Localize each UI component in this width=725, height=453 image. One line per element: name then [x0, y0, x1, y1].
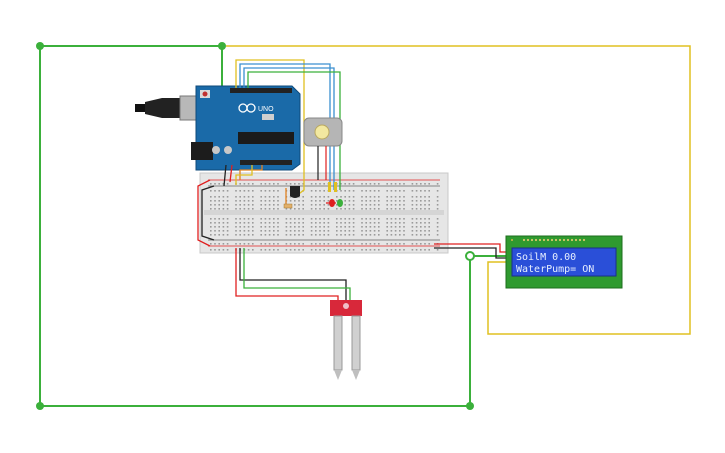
dc-motor[interactable]	[303, 117, 343, 180]
lcd-line-1: SoilM 0.00	[516, 252, 576, 263]
led-red[interactable]	[328, 182, 335, 207]
lcd-display[interactable]: SoilM 0.00 WaterPump= ON	[505, 235, 623, 289]
resistor[interactable]	[283, 203, 293, 209]
lcd-power-wires[interactable]	[434, 243, 508, 259]
arduino-model-label: UNO	[258, 106, 274, 113]
yellow-wire-lcd[interactable]	[226, 45, 691, 335]
lcd-line-2: WaterPump= ON	[516, 264, 594, 275]
wire-nodes	[36, 42, 475, 410]
soil-moisture-sensor[interactable]	[330, 300, 362, 380]
green-ground-loop[interactable]	[39, 45, 510, 407]
sensor-wires[interactable]	[235, 248, 351, 300]
rail-jumpers[interactable]	[197, 179, 215, 247]
transistor[interactable]	[290, 186, 300, 198]
arduino-uno-board[interactable]: UNO	[135, 85, 301, 171]
breadboard[interactable]	[199, 172, 449, 254]
led-green[interactable]	[334, 182, 343, 207]
